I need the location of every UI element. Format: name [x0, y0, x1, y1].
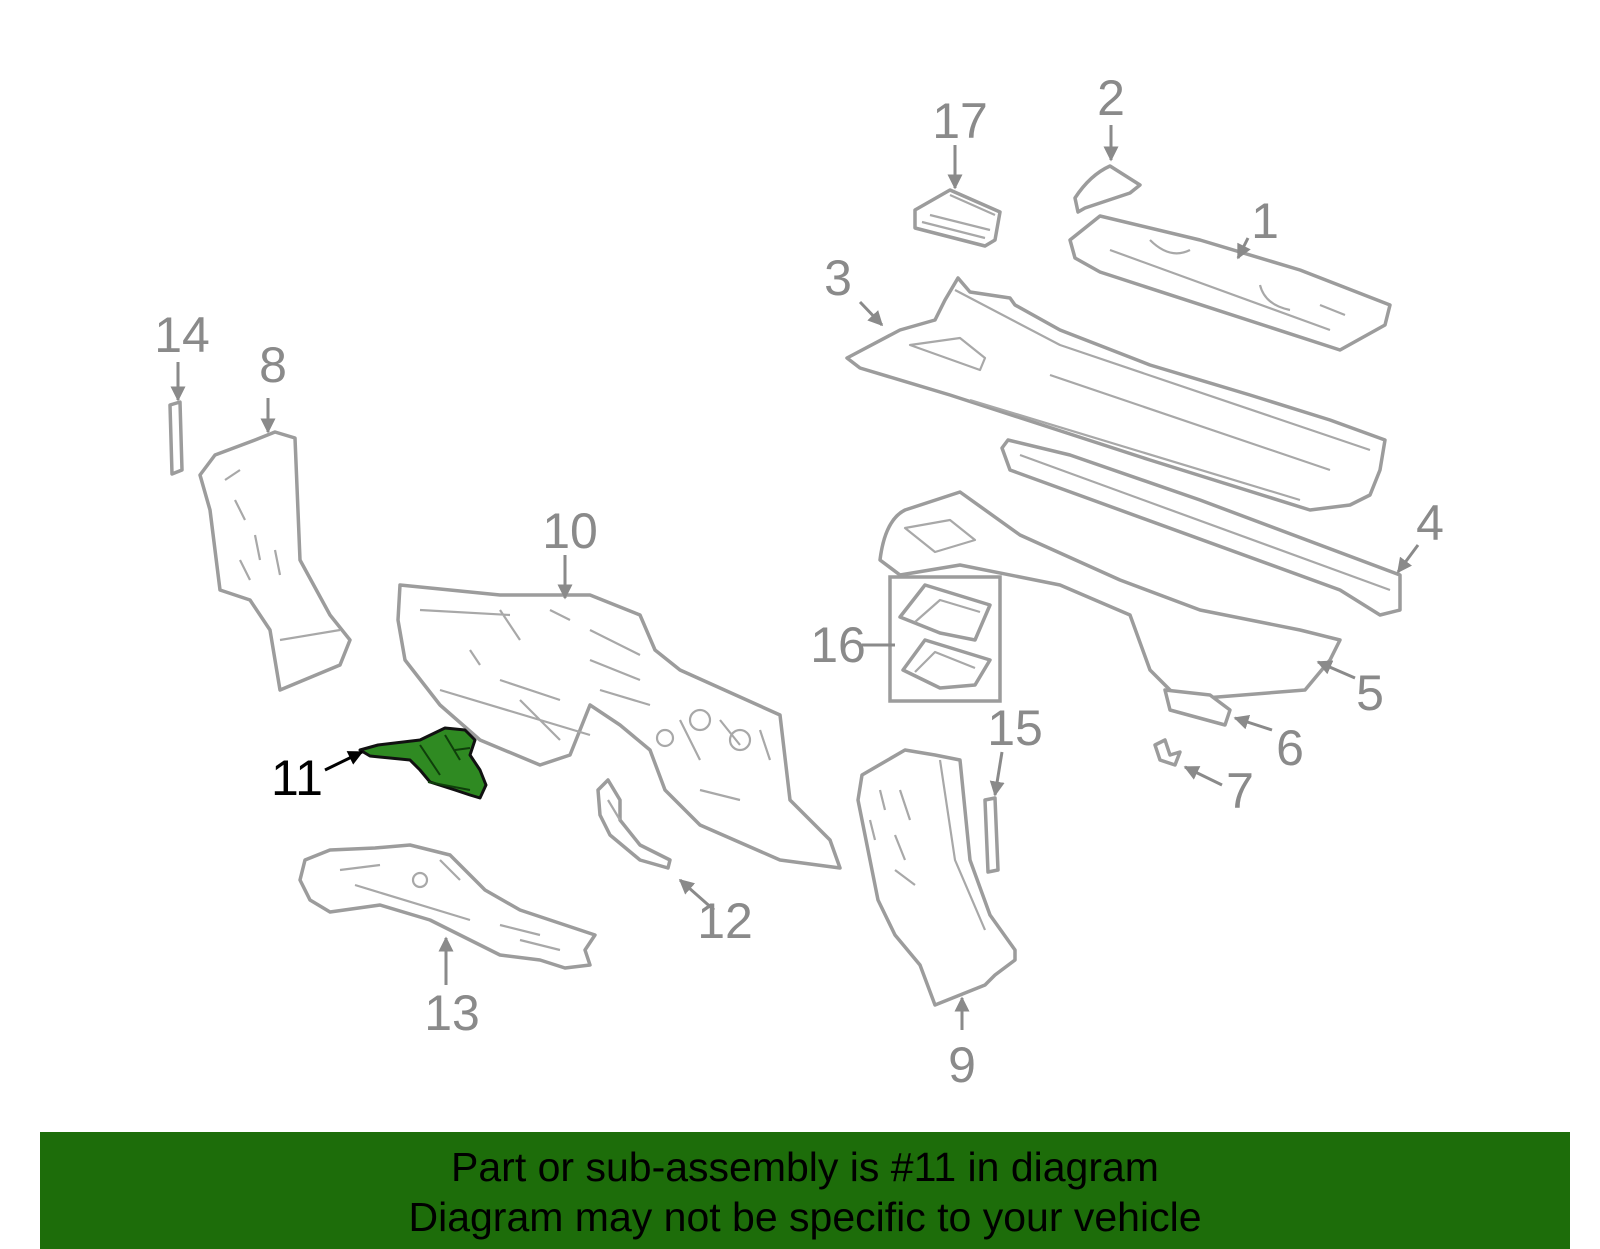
banner-line-part: Part or sub-assembly is #11 in diagram	[451, 1144, 1159, 1190]
part-10-shape[interactable]	[396, 583, 842, 870]
callout-1[interactable]: 1	[1251, 193, 1279, 249]
leader-11	[324, 750, 364, 772]
part-12-shape[interactable]	[596, 778, 672, 870]
part-13-shape[interactable]	[298, 843, 597, 970]
leader-3	[858, 300, 884, 327]
part-17-shape[interactable]	[913, 188, 1002, 248]
callout-2[interactable]: 2	[1097, 70, 1125, 126]
leader-5	[1316, 660, 1356, 680]
callout-14[interactable]: 14	[154, 307, 210, 363]
leader-6	[1233, 715, 1273, 732]
part-11-shape[interactable]	[358, 726, 488, 800]
callout-4[interactable]: 4	[1416, 495, 1444, 551]
leader-1	[1236, 237, 1251, 260]
leader-7	[1183, 765, 1223, 787]
callout-9[interactable]: 9	[948, 1037, 976, 1093]
info-banner: Part or sub-assembly is #11 in diagram D…	[40, 1132, 1570, 1249]
callout-labels: 1 2 3 4 5 6 7 8 9 10 11 12 13 14 15 16 1…	[154, 70, 1444, 1093]
part-8-shape[interactable]	[198, 430, 352, 692]
part-3-shape[interactable]	[845, 276, 1387, 512]
callout-7[interactable]: 7	[1226, 763, 1254, 819]
part-4-shape[interactable]	[1000, 438, 1402, 617]
part-1-shape[interactable]	[1068, 214, 1392, 352]
callout-10[interactable]: 10	[542, 503, 598, 559]
leader-15	[989, 751, 1005, 797]
callout-5[interactable]: 5	[1356, 665, 1384, 721]
part-15-shape[interactable]	[983, 796, 1000, 874]
callout-12[interactable]: 12	[697, 893, 753, 949]
part-14-shape[interactable]	[168, 400, 184, 476]
part-5-shape[interactable]	[878, 490, 1342, 702]
parts-diagram: 1 2 3 4 5 6 7 8 9 10 11 12 13 14 15 16 1…	[154, 70, 1444, 1093]
part-2-shape[interactable]	[1073, 164, 1142, 214]
callout-8[interactable]: 8	[259, 337, 287, 393]
part-16-shape[interactable]	[888, 575, 1002, 703]
callout-17[interactable]: 17	[932, 93, 988, 149]
part-6-shape[interactable]	[1163, 688, 1232, 727]
banner-line-disclaimer: Diagram may not be specific to your vehi…	[408, 1194, 1202, 1240]
callout-16[interactable]: 16	[810, 617, 866, 673]
leader-12	[678, 878, 715, 912]
part-9-shape[interactable]	[856, 748, 1017, 1007]
callout-11[interactable]: 11	[271, 750, 323, 806]
leader-lines	[170, 125, 1420, 1030]
callout-13[interactable]: 13	[424, 985, 480, 1041]
leader-4	[1396, 544, 1420, 574]
callout-3[interactable]: 3	[824, 250, 852, 306]
callout-6[interactable]: 6	[1276, 720, 1304, 776]
callout-15[interactable]: 15	[987, 700, 1043, 756]
part-7-shape[interactable]	[1153, 738, 1182, 767]
